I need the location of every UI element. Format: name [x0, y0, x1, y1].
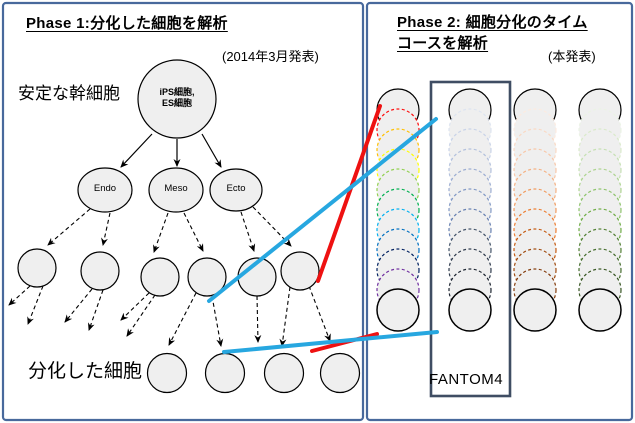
stable-stem-cell-label: 安定な幹細胞	[18, 84, 120, 103]
node-progenitor-2	[80, 251, 120, 291]
differentiated-cells-label: 分化した細胞	[28, 361, 143, 382]
arrow-p6-d4	[308, 285, 331, 342]
arrow-p6-d3	[279, 286, 291, 347]
timecourse-column-blue	[448, 88, 492, 332]
fantom4-box	[429, 80, 512, 398]
connector-cyan-upper	[207, 117, 438, 303]
node-progenitor-3	[140, 257, 180, 297]
timecourse-cell	[578, 288, 622, 332]
right-panel-title-line2: コースを解析	[397, 35, 489, 52]
connectors	[207, 104, 439, 354]
connector-red-upper	[316, 104, 382, 283]
timecourse-cell	[448, 288, 492, 332]
node-mesoderm	[148, 167, 204, 213]
connector-cyan-lower	[222, 330, 439, 354]
ectoderm-label: Ecto	[226, 183, 246, 194]
timecourse-column-orange	[513, 88, 557, 332]
node-progenitor-4	[187, 257, 227, 297]
left-panel-title: Phase 1:分化した細胞を解析	[26, 15, 228, 32]
timecourse-cell	[513, 288, 557, 332]
arrow-meso-p4	[183, 212, 204, 252]
arrow-p5-a	[254, 295, 262, 343]
arrow-endo-p2	[101, 212, 111, 246]
ips-cell-label-line2: ES細胞	[161, 98, 193, 109]
arrow-p1-a	[8, 285, 31, 306]
fantom4-label: FANTOM4	[429, 371, 504, 388]
mesoderm-label: Meso	[164, 183, 188, 194]
arrow-root-ecto	[201, 133, 222, 168]
arrow-endo-p1	[47, 208, 91, 246]
arrow-p3-b	[126, 294, 156, 337]
node-differentiated-2	[204, 352, 246, 394]
node-progenitor-1	[17, 248, 57, 288]
timecourse-column-rainbow	[376, 88, 420, 332]
timecourse-column-green	[578, 88, 622, 332]
node-progenitor-6	[280, 251, 320, 291]
right-panel-subtitle: (本発表)	[548, 49, 596, 64]
node-differentiated-3	[263, 352, 305, 394]
arrow-p2-b	[88, 289, 104, 331]
differentiation-tree	[8, 59, 361, 394]
right-panel-frame	[365, 1, 634, 422]
node-ips-es-cell	[137, 59, 217, 139]
node-ectoderm	[209, 168, 263, 212]
ips-es-cell-label: iPS細胞, ES細胞	[159, 87, 194, 110]
node-endoderm	[77, 167, 133, 213]
node-differentiated-4	[319, 352, 361, 394]
right-panel-title-line1: Phase 2: 細胞分化のタイム	[397, 14, 588, 31]
arrow-p4-d1	[168, 292, 197, 346]
arrow-root-endo	[120, 133, 153, 168]
left-panel-subtitle: (2014年3月発表)	[222, 49, 319, 64]
arrow-p4-d2	[211, 295, 224, 347]
endoderm-label: Endo	[93, 183, 117, 194]
timecourse-cell	[376, 288, 420, 332]
arrow-p2-a	[64, 288, 93, 323]
node-differentiated-1	[146, 352, 188, 394]
ips-cell-label-line1: iPS細胞,	[159, 87, 195, 97]
timecourse-columns	[376, 88, 622, 332]
